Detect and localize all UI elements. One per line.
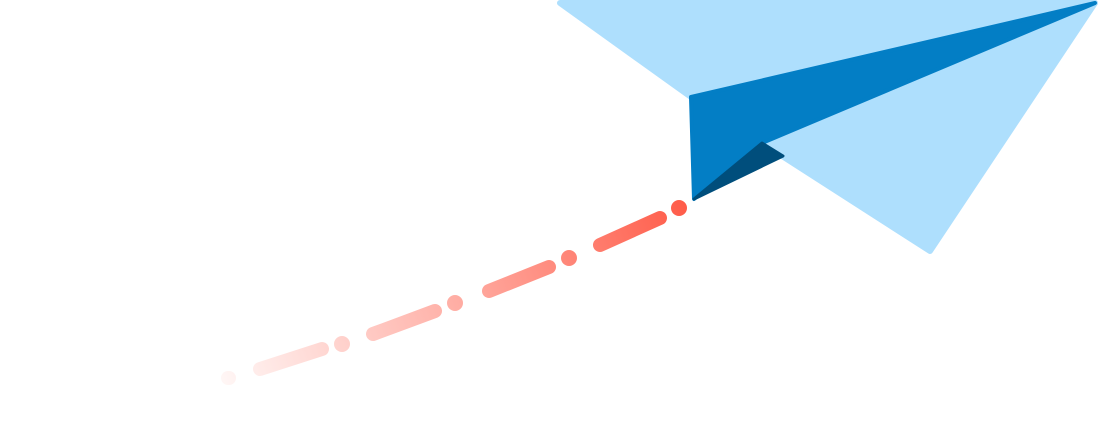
trail-dash <box>253 342 329 376</box>
trail-dash <box>366 304 442 341</box>
trail-dash <box>593 211 667 252</box>
trail-dash <box>482 260 556 298</box>
paper-plane <box>557 0 1098 254</box>
flight-trail <box>221 200 687 385</box>
plane-fold <box>692 141 785 201</box>
